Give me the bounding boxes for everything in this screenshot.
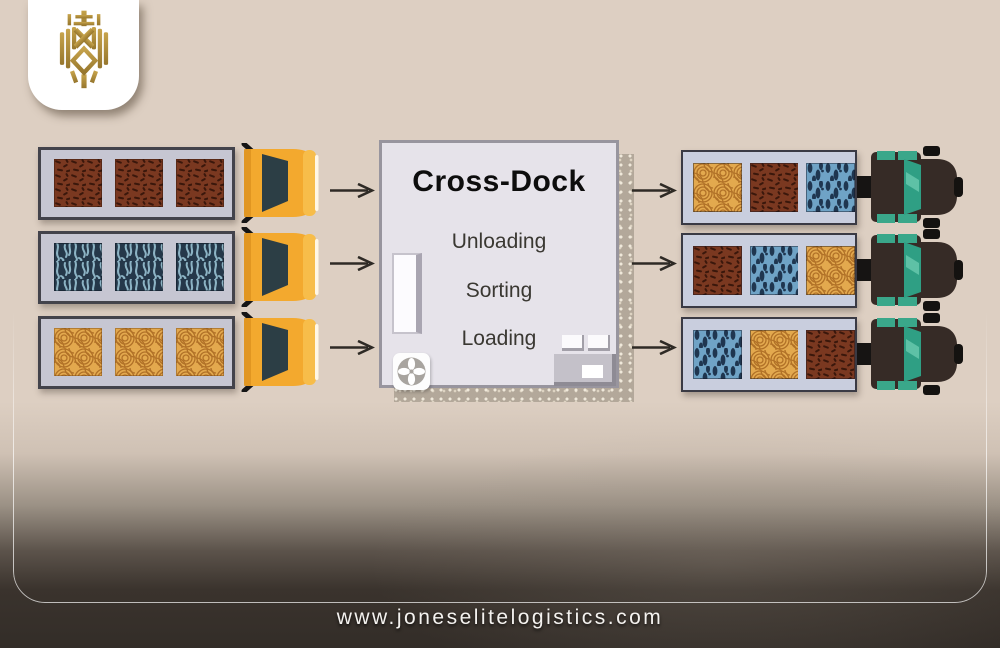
cargo-crate bbox=[54, 159, 102, 207]
cargo-crate bbox=[54, 328, 102, 376]
cargo-crate bbox=[693, 245, 742, 295]
inbound-cab-icon bbox=[241, 227, 319, 307]
inbound-trailer bbox=[38, 146, 235, 220]
outbound-cab-icon bbox=[857, 313, 963, 395]
cargo-crate bbox=[115, 159, 163, 207]
inbound-truck-row-2 bbox=[38, 227, 321, 307]
outbound-trailer bbox=[681, 316, 857, 392]
step-unloading: Unloading bbox=[451, 230, 547, 253]
crossdock-title: Cross-Dock bbox=[412, 165, 586, 198]
step-loading: Loading bbox=[461, 327, 537, 350]
cargo-crate bbox=[693, 162, 742, 212]
outbound-arrow-icon bbox=[632, 340, 677, 355]
footer-url: www.joneselitelogistics.com bbox=[336, 606, 664, 629]
outbound-cab-icon bbox=[857, 146, 963, 228]
cargo-crate bbox=[749, 162, 799, 212]
cargo-crate bbox=[115, 328, 163, 376]
loading-platform bbox=[554, 354, 616, 386]
cargo-crate bbox=[115, 243, 163, 291]
inbound-arrow-icon bbox=[330, 256, 375, 271]
inbound-cab-icon bbox=[241, 312, 319, 392]
outbound-cab-icon bbox=[857, 229, 963, 311]
outbound-arrow-icon bbox=[632, 183, 677, 198]
outbound-trailer bbox=[681, 232, 857, 308]
parcel-box bbox=[562, 335, 584, 351]
outbound-truck-row-3 bbox=[681, 313, 963, 395]
platform-slot bbox=[582, 365, 603, 378]
cargo-crate bbox=[806, 162, 856, 212]
outbound-trailer bbox=[681, 149, 857, 225]
crossdock-building: Cross-Dock Unloading Sorting Loading bbox=[379, 140, 619, 390]
inbound-trailer bbox=[38, 230, 235, 304]
inbound-arrow-icon bbox=[330, 340, 375, 355]
inbound-trailer bbox=[38, 315, 235, 389]
lion-crest-icon bbox=[59, 10, 108, 89]
inbound-truck-row-1 bbox=[38, 143, 321, 223]
parcel-box bbox=[588, 335, 610, 351]
cargo-crate bbox=[806, 245, 856, 295]
dock-door bbox=[392, 253, 422, 334]
cargo-crate bbox=[693, 329, 742, 379]
outbound-truck-row-2 bbox=[681, 229, 963, 311]
vent-fan-icon bbox=[393, 353, 430, 390]
cargo-crate bbox=[176, 243, 224, 291]
inbound-cab-icon bbox=[241, 143, 319, 223]
outbound-arrow-icon bbox=[632, 256, 677, 271]
outbound-truck-row-1 bbox=[681, 146, 963, 228]
cargo-crate bbox=[749, 329, 799, 379]
cargo-crate bbox=[54, 243, 102, 291]
cargo-crate bbox=[749, 245, 799, 295]
step-sorting: Sorting bbox=[465, 279, 533, 302]
cargo-crate bbox=[176, 328, 224, 376]
cargo-crate bbox=[806, 329, 856, 379]
brand-logo-tab bbox=[28, 0, 139, 110]
cargo-crate bbox=[176, 159, 224, 207]
inbound-truck-row-3 bbox=[38, 312, 321, 392]
crossdock-facility: Cross-Dock Unloading Sorting Loading bbox=[379, 140, 634, 402]
inbound-arrow-icon bbox=[330, 183, 375, 198]
